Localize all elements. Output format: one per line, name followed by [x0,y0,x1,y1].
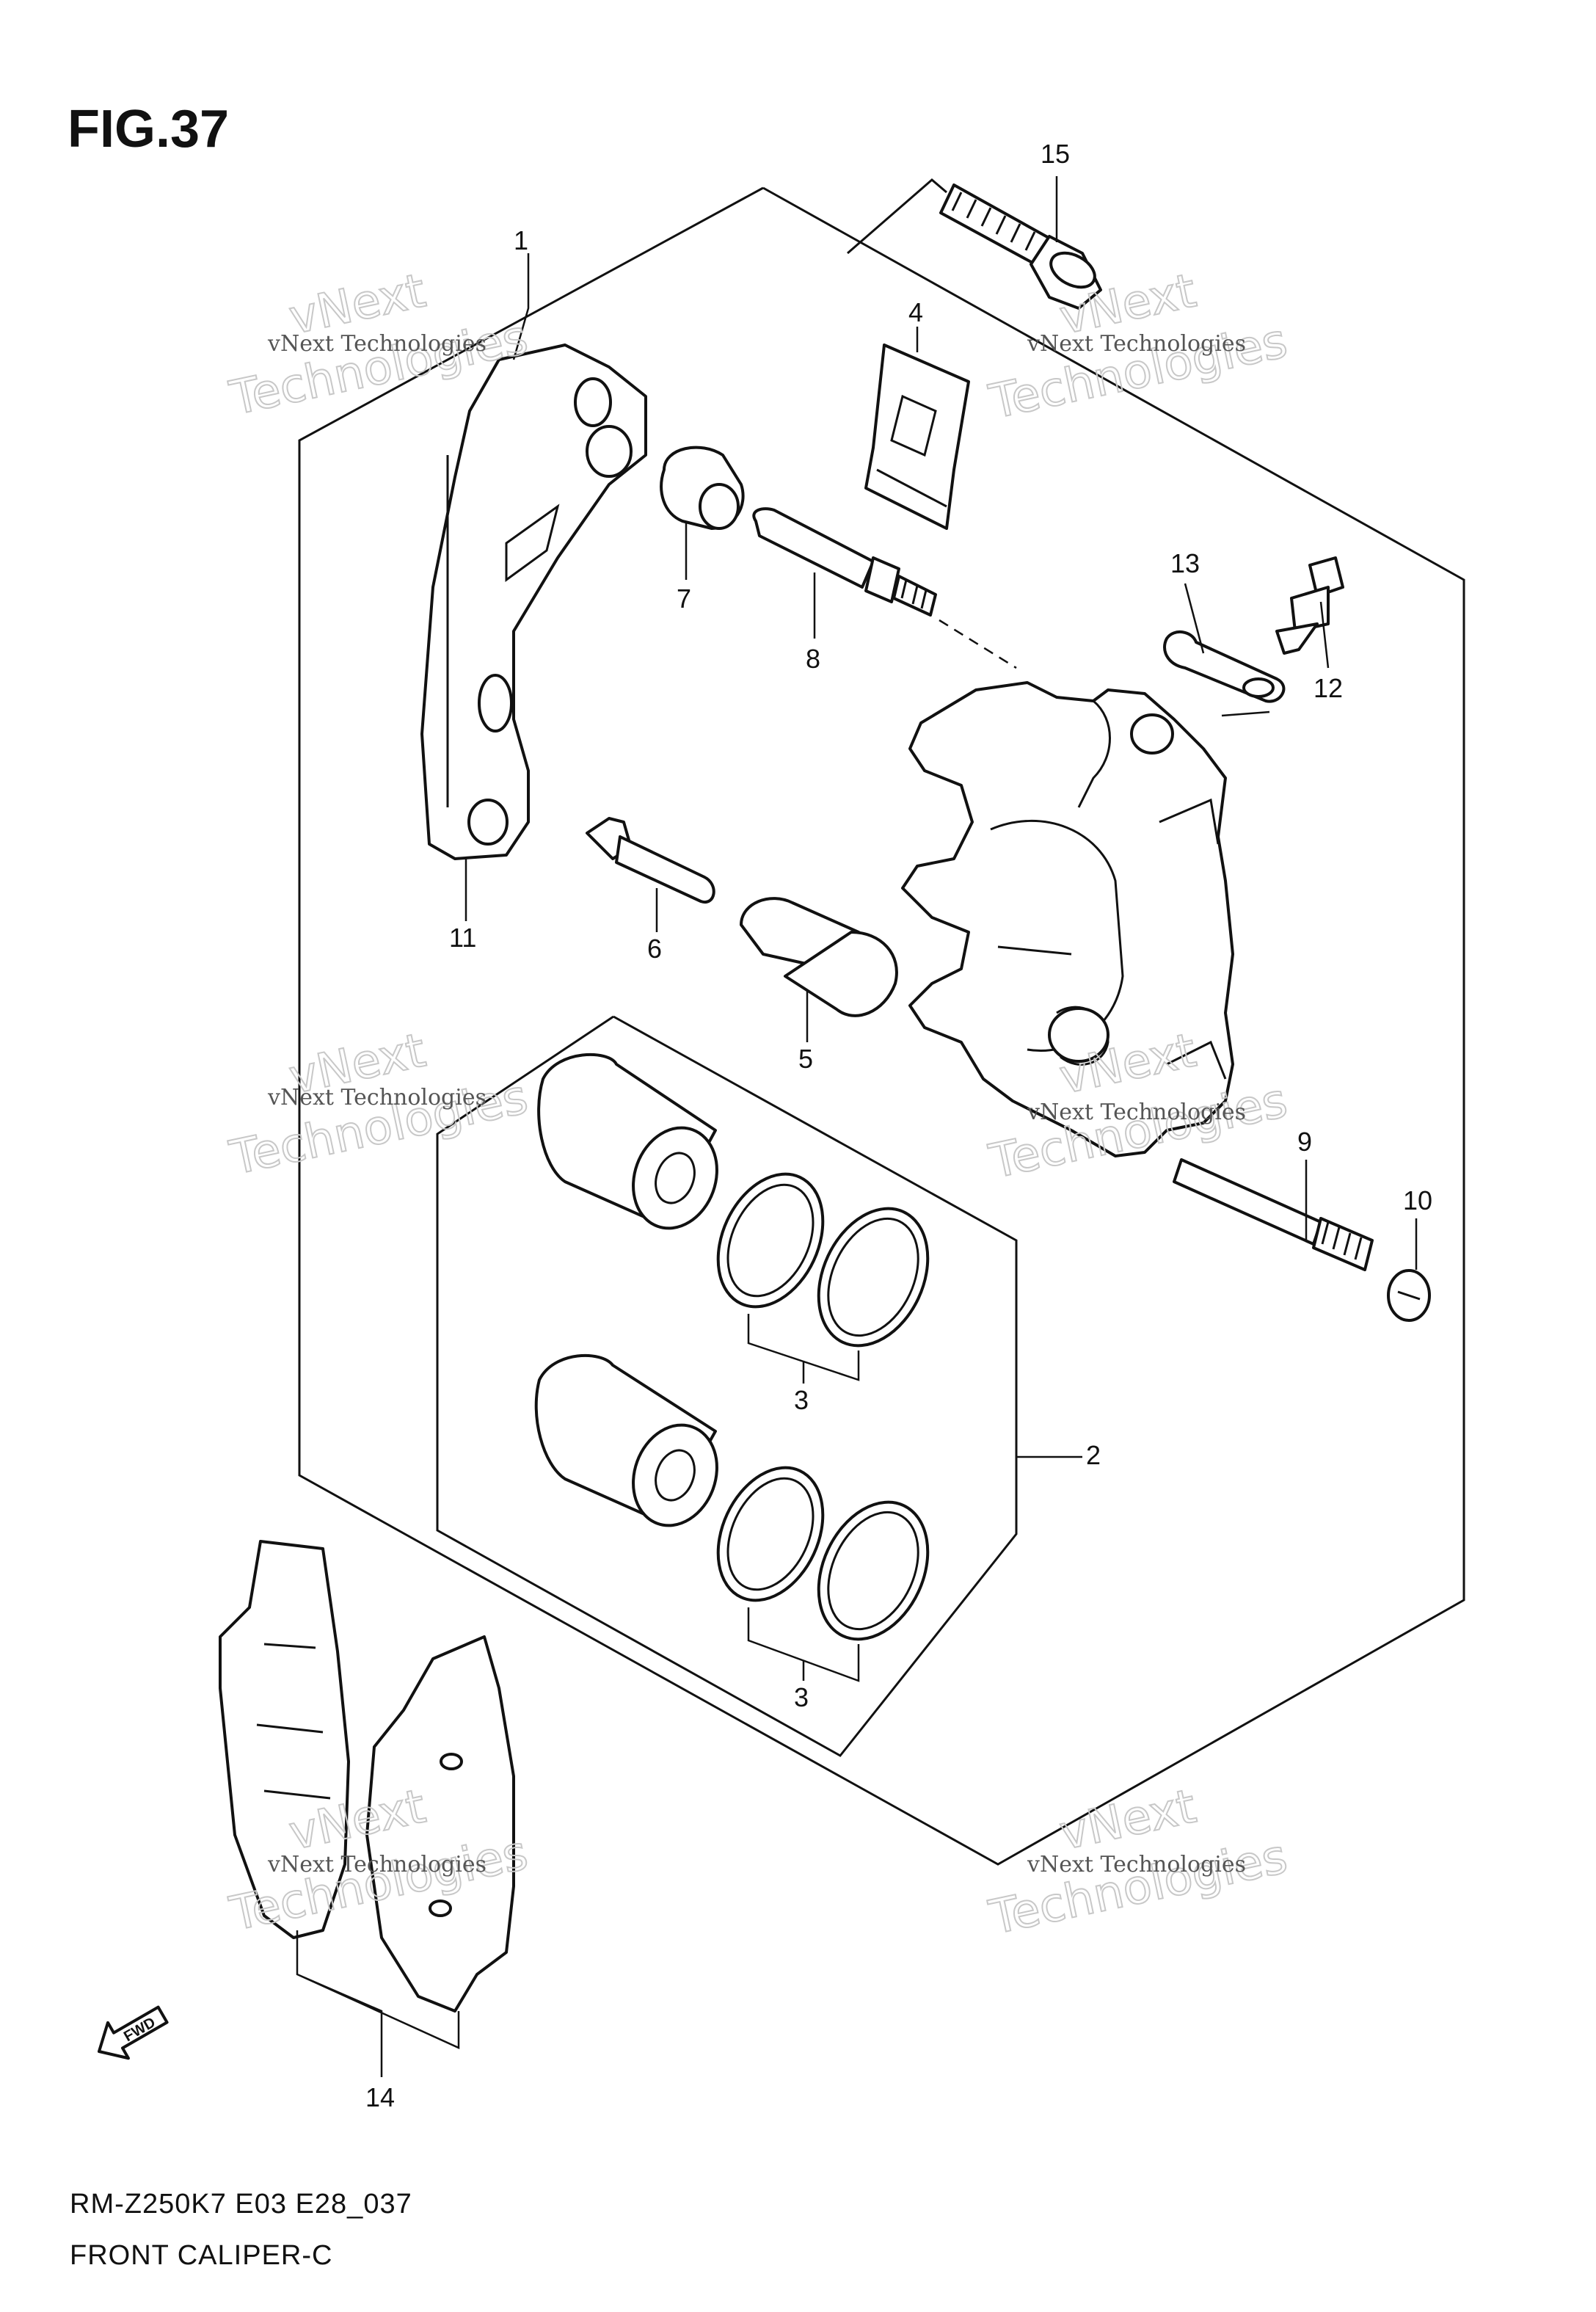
brake-pad-front[interactable] [365,1635,515,2013]
seal-kit-outline [436,1015,1018,1757]
svg-text:vNext Technologies: vNext Technologies [267,331,487,357]
callout-4: 4 [908,297,923,327]
model-code: RM-Z250K7 E03 E28_037 [70,2189,412,2220]
callout-2: 2 [1086,1440,1101,1470]
svg-text:vNext Technologies: vNext Technologies [1027,1099,1246,1125]
pad-bracket-14 [296,1930,460,2077]
leader-lines [464,176,1418,1682]
svg-text:vNext Technologies: vNext Technologies [1027,331,1246,357]
callout-9: 9 [1297,1127,1312,1157]
caliper-bracket-11[interactable] [420,343,647,860]
figure-caption: FRONT CALIPER-C [70,2240,332,2271]
svg-text:vNext Technologies: vNext Technologies [267,1085,487,1110]
bleeder-valve-12[interactable] [1275,556,1344,655]
piston-upper[interactable] [537,1053,731,1240]
watermark-3: vNext Technologies vNext Technologies [225,1022,533,1186]
callout-7: 7 [677,584,691,614]
svg-text:Technologies: Technologies [985,1830,1292,1946]
callout-15: 15 [1041,139,1070,169]
callout-3-upper: 3 [794,1385,809,1415]
seal-lower-1[interactable] [698,1450,843,1617]
callout-13: 13 [1170,548,1200,578]
boot-7[interactable] [660,446,745,530]
pin-8-dash [939,619,1017,669]
svg-text:vNext Technologies: vNext Technologies [1027,1852,1246,1877]
fwd-arrow-icon: FWD [98,2005,169,2060]
assembly-notch [847,178,947,255]
caliper-body[interactable] [901,681,1234,1157]
figure-title: FIG.37 [68,100,229,159]
callout-1: 1 [514,225,528,255]
slide-pin-6[interactable] [586,817,715,904]
callout-12: 12 [1313,673,1343,703]
bolt-15[interactable] [939,183,1102,310]
seal-upper-2[interactable] [798,1190,949,1363]
slide-pin-8[interactable] [752,507,937,617]
watermark-2: vNext Technologies vNext Technologies [984,263,1293,430]
piston-lower[interactable] [534,1353,731,1538]
brake-pad-rear[interactable] [219,1540,350,1939]
bleeder-cap-13[interactable] [1163,630,1286,703]
callout-6: 6 [647,934,662,964]
pad-pin-9[interactable] [1173,1158,1374,1271]
callout-10: 10 [1403,1185,1432,1215]
watermark-6: vNext Technologies vNext Technologies [984,1778,1293,1946]
seal-lower-2[interactable] [798,1484,949,1657]
svg-text:vNext Technologies: vNext Technologies [267,1852,487,1877]
pad-spring-4[interactable] [864,343,970,530]
seal-upper-1[interactable] [698,1157,843,1323]
sleeve-5[interactable] [740,897,898,1017]
plug-10[interactable] [1387,1269,1431,1322]
callout-8: 8 [806,644,820,674]
assembly-outline [298,186,1465,1866]
callout-11: 11 [449,923,476,953]
callout-3-lower: 3 [794,1682,809,1712]
callout-14: 14 [365,2082,395,2112]
callout-5: 5 [798,1044,813,1074]
